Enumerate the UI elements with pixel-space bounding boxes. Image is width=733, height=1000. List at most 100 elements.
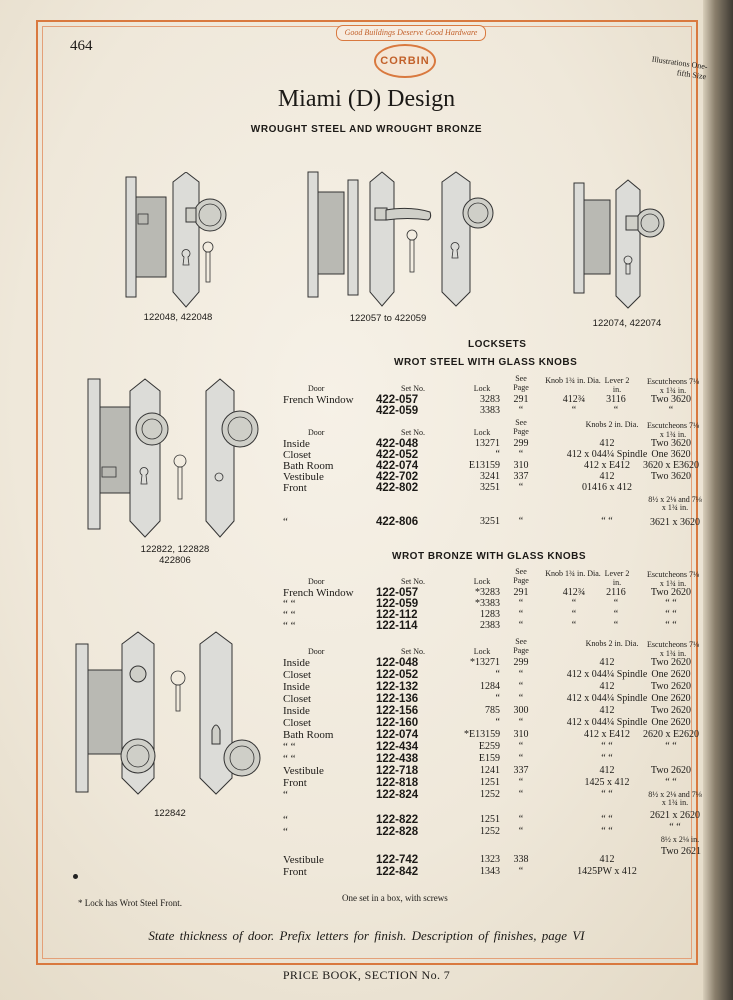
cell-page: “ <box>518 741 524 752</box>
cell-lock: 3241 <box>480 471 500 482</box>
cell-esc: Two 2620 <box>650 657 692 668</box>
cell-esc: “ “ <box>665 598 677 609</box>
cell-knob: 412¾ <box>562 394 586 405</box>
cell-knob: 412 x 044¼ Spindle <box>566 717 648 728</box>
cell-lock: E159 <box>478 753 500 764</box>
cell-page: “ <box>518 866 524 877</box>
cell-page: “ <box>518 777 524 788</box>
cell-set: 422-052 <box>376 449 419 461</box>
cell-lock: “ <box>495 693 500 704</box>
cell-page: “ <box>518 681 524 692</box>
cell-page: 300 <box>513 705 529 716</box>
cell-set: 422-806 <box>376 516 419 528</box>
figure-caption-2: 122057 to 422059 <box>349 313 427 324</box>
cell-door: Closet <box>283 449 312 461</box>
cell-page: “ <box>518 669 524 680</box>
lockset-illustration-2 <box>307 171 494 307</box>
cell-door: Closet <box>283 669 312 681</box>
lockset-illustration-5 <box>75 631 261 795</box>
motto-banner: Good Buildings Deserve Good Hardware <box>336 25 486 41</box>
steel-esc-note-value: 3621 x 3620 <box>650 517 700 528</box>
cell-knob: “ <box>571 609 577 620</box>
cell-door: Closet <box>283 693 312 705</box>
cell-page: “ <box>518 516 524 527</box>
cell-door: French Window <box>283 394 354 406</box>
cell-set: 122-052 <box>376 669 419 681</box>
steel-hdr1-set: Set No. <box>401 384 425 393</box>
steel-hdr1-lock: Lock <box>473 384 491 393</box>
cell-lock: 13271 <box>475 438 500 449</box>
cell-esc: One 2620 <box>651 669 691 680</box>
cell-knob: “ “ <box>601 753 613 764</box>
cell-knob: “ <box>571 405 577 416</box>
cell-set: 122-048 <box>376 657 419 669</box>
cell-esc: “ “ <box>665 609 677 620</box>
dot-mark <box>73 874 78 879</box>
cell-door: French Window <box>283 587 354 599</box>
cell-lock: *3383 <box>475 598 500 609</box>
cell-lock: *3283 <box>475 587 500 598</box>
cell-door: Vestibule <box>283 471 324 483</box>
cell-page: “ <box>518 620 524 631</box>
steel-hdr1-esc: Escutcheons 7⅛ x 1¾ in. <box>647 377 699 395</box>
bronze-hdr2-knob: Knobs 2 in. Dia. <box>585 639 639 648</box>
cell-door: Inside <box>283 438 310 450</box>
cell-lock: 1241 <box>480 765 500 776</box>
cell-set: 122-824 <box>376 789 419 801</box>
cell-esc: “ <box>668 405 674 416</box>
cell-page: 299 <box>513 657 529 668</box>
cell-lever: 2116 <box>606 587 626 598</box>
page-border <box>36 20 698 965</box>
cell-knob: 412 x 044¼ Spindle <box>566 693 648 704</box>
table-row: “ “122-059*3383““““ “ <box>0 598 733 610</box>
cell-door: Bath Room <box>283 729 334 741</box>
cell-page: 291 <box>513 394 529 405</box>
cell-door: “ “ <box>283 741 296 753</box>
figure-caption-1: 122048, 422048 <box>143 312 213 323</box>
bronze-esc-note-2: 8½ x 2⅛ in. <box>660 835 700 844</box>
cell-knob: 412 <box>599 438 615 449</box>
cell-knob: 412 x E412 <box>583 460 631 471</box>
bronze-hdr1-lever: Lever 2 in. <box>604 569 630 587</box>
cell-knob: “ “ <box>601 741 613 752</box>
bronze-esc-ditto: “ “ <box>669 822 681 833</box>
cell-set: 122-818 <box>376 777 419 789</box>
cell-lock: 2383 <box>480 620 500 631</box>
cell-knob: 1425PW x 412 <box>577 866 637 877</box>
cell-lock: 1251 <box>480 777 500 788</box>
figure-caption-3: 122074, 422074 <box>592 318 662 329</box>
steel-hdr1-lever: Lever 2 in. <box>604 376 630 394</box>
bronze-hdr1-set: Set No. <box>401 577 425 586</box>
cell-page: 337 <box>513 471 529 482</box>
cell-esc: “ “ <box>665 620 677 631</box>
cell-door: “ “ <box>283 620 296 632</box>
cell-lock: 3383 <box>480 405 500 416</box>
cell-esc: “ “ <box>665 741 677 752</box>
cell-page: 337 <box>513 765 529 776</box>
steel-hdr2-knob: Knobs 2 in. Dia. <box>585 420 639 429</box>
cell-door: “ “ <box>283 609 296 621</box>
cell-set: 122-074 <box>376 729 419 741</box>
cell-page: “ <box>518 753 524 764</box>
cell-door: Inside <box>283 705 310 717</box>
cell-page: 310 <box>513 729 529 740</box>
cell-knob: 412 <box>599 854 615 865</box>
cell-lock: 1252 <box>480 789 500 800</box>
cell-page: “ <box>518 482 524 493</box>
cell-set: 122-718 <box>376 765 419 777</box>
corbin-logo: CORBIN <box>374 44 436 78</box>
cell-door: Inside <box>283 657 310 669</box>
bronze-esc-note-value: 2621 x 2620 <box>650 810 700 821</box>
footer-instructions: State thickness of door. Prefix letters … <box>148 928 585 943</box>
